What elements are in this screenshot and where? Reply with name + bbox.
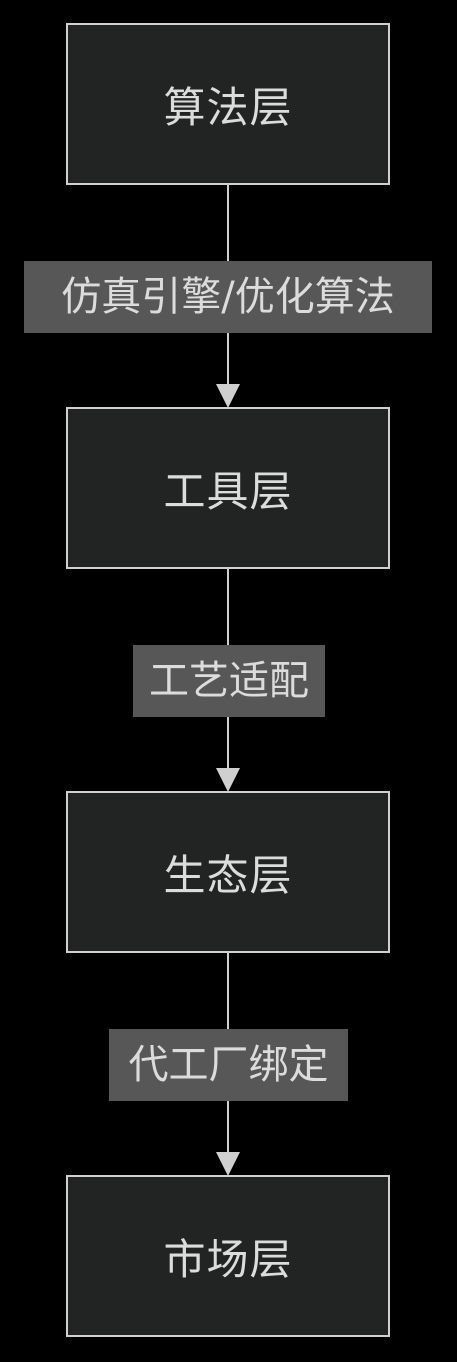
node-market-layer: 市场层 [66, 1175, 390, 1337]
arrow-head-icon [216, 768, 240, 792]
edge-label-ecosystem-to-market: 代工厂绑定 [109, 1029, 348, 1101]
node-label: 生态层 [163, 850, 293, 900]
node-label: 算法层 [163, 82, 293, 132]
node-algorithm-layer: 算法层 [66, 23, 390, 185]
edge-label-tool-to-ecosystem: 工艺适配 [133, 645, 325, 717]
arrow-head-icon [216, 1152, 240, 1176]
node-tool-layer: 工具层 [66, 407, 390, 569]
node-ecosystem-layer: 生态层 [66, 791, 390, 953]
node-label: 工具层 [163, 466, 293, 516]
node-label: 市场层 [163, 1234, 293, 1284]
edge-label-algorithm-to-tool: 仿真引擎/优化算法 [24, 261, 432, 333]
arrow-head-icon [216, 384, 240, 408]
